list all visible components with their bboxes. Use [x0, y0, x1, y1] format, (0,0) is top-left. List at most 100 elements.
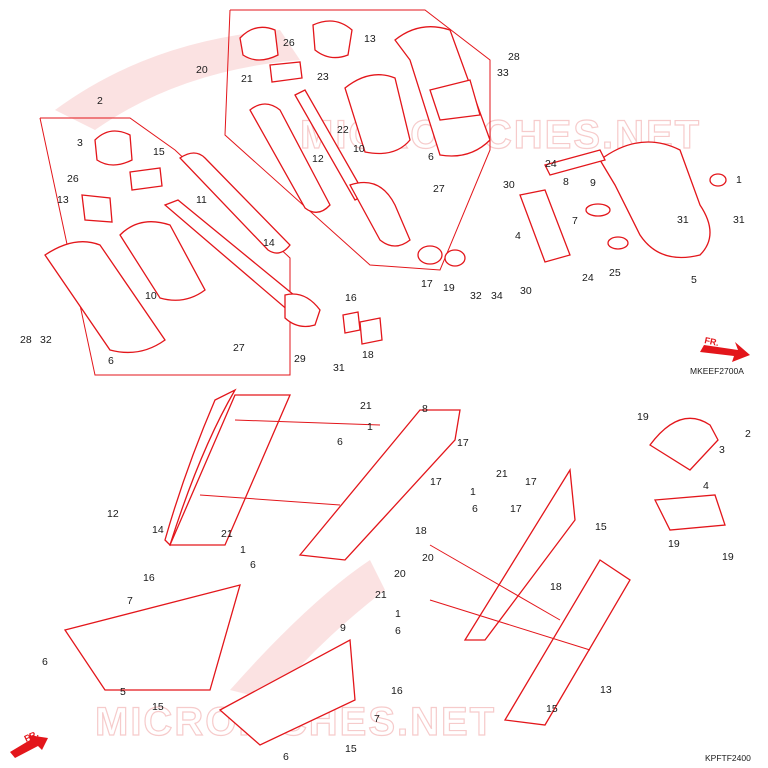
callout-8: 8 [563, 176, 569, 188]
muffler-left [119, 221, 206, 301]
callout-34: 34 [491, 290, 503, 302]
callout-31b: 31 [733, 214, 745, 226]
callout-16: 16 [345, 292, 357, 304]
lcallout-19c: 19 [722, 551, 734, 563]
lcallout-1b: 1 [470, 486, 476, 498]
lcallout-3: 3 [719, 444, 725, 456]
upper-exploded-view [39, 9, 727, 376]
callout-24: 24 [545, 158, 557, 170]
callout-33: 32 [40, 334, 52, 346]
callout-6b: 6 [428, 151, 434, 163]
lcallout-1: 1 [367, 421, 373, 433]
callout-9: 9 [590, 177, 596, 189]
muffler-shell-left [44, 241, 166, 354]
lcallout-16b: 16 [391, 685, 403, 697]
lcallout-7: 7 [127, 595, 133, 607]
lcallout-9: 9 [340, 622, 346, 634]
lcallout-15b: 15 [345, 743, 357, 755]
lower-callouts: 21 1 6 8 17 17 21 1 6 17 17 15 18 18 12 … [42, 400, 751, 763]
pipe-end-left [284, 293, 321, 328]
lcallout-11: 13 [600, 684, 612, 696]
callout-30b: 30 [520, 285, 532, 297]
callout-5: 4 [515, 230, 521, 242]
lcallout-6c: 6 [250, 559, 256, 571]
lcallout-17b: 17 [430, 476, 442, 488]
lcallout-6: 6 [337, 436, 343, 448]
exhaust-pipe [599, 141, 711, 259]
lcallout-20b: 20 [422, 552, 434, 564]
gasket-ring [444, 249, 466, 267]
lcallout-6d: 6 [395, 625, 401, 637]
callout-31: 31 [677, 214, 689, 226]
callout-17: 17 [421, 278, 433, 290]
callout-13b: 13 [364, 33, 376, 45]
muffler-body [344, 26, 491, 157]
callout-2: 2 [97, 95, 103, 107]
callout-27b: 27 [433, 183, 445, 195]
callout-28: 28 [20, 334, 32, 346]
lcallout-17c: 17 [525, 476, 537, 488]
callout-1: 1 [736, 174, 742, 186]
upper-diagram-code: MKEEF2700A [690, 366, 744, 376]
heat-shield-lower [653, 494, 726, 531]
callout-19: 19 [443, 282, 455, 294]
lcallout-21d: 21 [375, 589, 387, 601]
lcallout-7b: 7 [374, 713, 380, 725]
callout-4: 5 [691, 274, 697, 286]
lcallout-20: 20 [394, 568, 406, 580]
group-outline-2 [39, 117, 291, 376]
lcallout-1c: 1 [240, 544, 246, 556]
lcallout-17d: 17 [510, 503, 522, 515]
seal [359, 317, 383, 345]
lcallout-18: 18 [415, 525, 427, 537]
lcallout-6b: 6 [472, 503, 478, 515]
lcallout-21b: 21 [496, 468, 508, 480]
callout-29: 29 [294, 353, 306, 365]
callout-26b: 26 [283, 37, 295, 49]
lcallout-19b: 19 [668, 538, 680, 550]
lcallout-16: 16 [143, 572, 155, 584]
callout-30: 30 [503, 179, 515, 191]
lcallout-12: 14 [152, 524, 164, 536]
upper-front-label: FR. [704, 335, 720, 348]
lcallout-21: 21 [360, 400, 372, 412]
callout-3: 3 [77, 137, 83, 149]
lower-exploded-view [63, 388, 726, 746]
lower-fr-arrow: FR. [10, 729, 48, 758]
upper-fr-arrow: FR. [700, 335, 750, 362]
muffler-bracket [519, 189, 571, 263]
cap-cover-left [81, 194, 113, 223]
callout-21: 21 [241, 73, 253, 85]
lcallout-17: 17 [457, 437, 469, 449]
side-panel-outer [164, 388, 237, 547]
callout-10b: 10 [353, 143, 365, 155]
guide-line [234, 419, 381, 426]
lcallout-13: 15 [546, 703, 558, 715]
callout-32b: 32 [470, 290, 482, 302]
callout-24b: 24 [582, 272, 594, 284]
heat-shield-upper [649, 417, 719, 471]
heat-tube-left [178, 152, 291, 254]
callout-6: 6 [108, 355, 114, 367]
joint-band [585, 203, 611, 217]
callout-7: 7 [572, 215, 578, 227]
callout-23: 23 [317, 71, 329, 83]
callout-33b: 33 [497, 67, 509, 79]
heat-guard-tube [249, 103, 331, 213]
watermark-wing-logo [55, 30, 385, 700]
callout-15: 15 [153, 146, 165, 158]
guide-line [429, 599, 591, 651]
lcallout-1d: 1 [395, 608, 401, 620]
upper-callouts: 2 3 15 26 13 11 14 10 28 32 6 27 20 21 2… [20, 33, 745, 374]
callout-18: 18 [362, 349, 374, 361]
callout-28b: 28 [508, 51, 520, 63]
lcallout-5: 5 [120, 686, 126, 698]
lcallout-18b: 18 [550, 581, 562, 593]
lcallout-8: 8 [422, 403, 428, 415]
exhaust-pipe-inlet [544, 149, 606, 176]
spark-arrestor [269, 61, 303, 83]
callout-13: 13 [57, 194, 69, 206]
lower-cover-left [63, 584, 241, 691]
callout-12: 12 [312, 153, 324, 165]
